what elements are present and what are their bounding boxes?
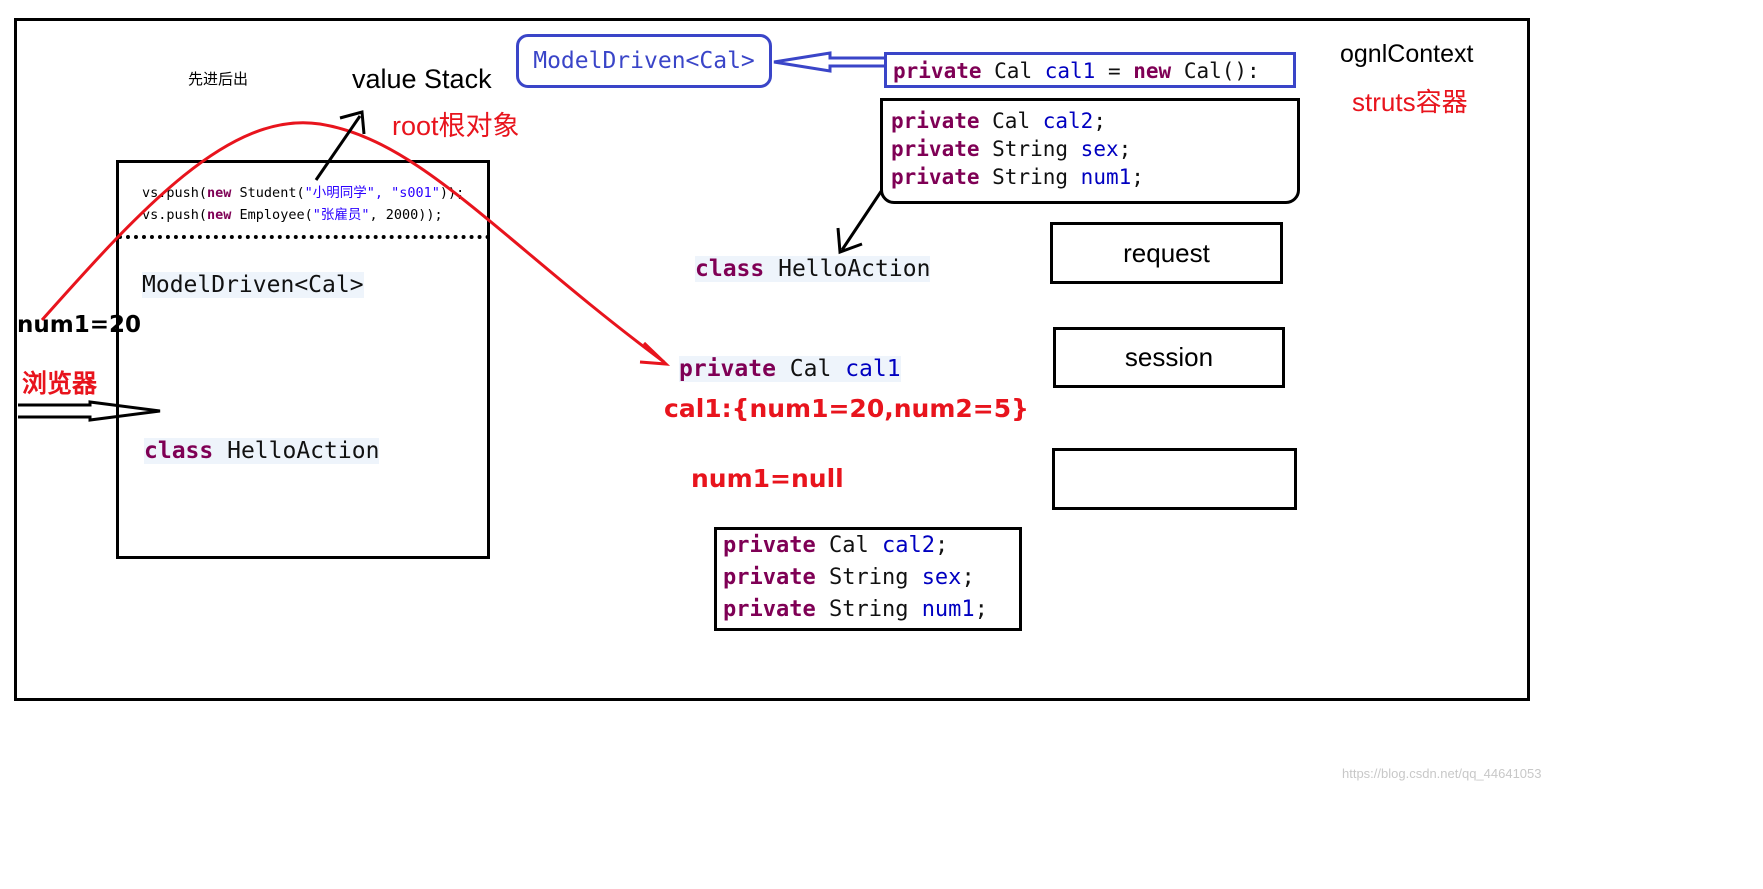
red-flow-curve [40,121,665,364]
stack-divider [118,235,490,239]
fields-box-top: private Cal cal2; private String sex; pr… [880,98,1300,204]
outer-frame [14,18,1530,701]
red-flow-arrowhead [639,341,671,366]
cal1-declaration-box: private Cal cal1 = new Cal(): [884,52,1296,88]
fields-to-class-arrow [840,189,884,251]
implements-arrow [773,51,884,73]
field-line: private String sex; [723,565,975,590]
field-line: private Cal cal2; [891,109,1106,133]
value-stack-box [116,160,490,559]
field-line: private String sex; [891,137,1132,161]
root-object-label: root根对象 [392,111,520,141]
request-box: request [1050,222,1283,284]
fields-to-class-arrowhead [836,227,863,255]
stack-class-hello-action: class HelloAction [144,438,380,464]
watermark: https://blog.csdn.net/qq_44641053 [1342,766,1542,781]
root-arrow [314,115,362,181]
ognl-context-title: ognlContext [1340,40,1474,68]
push-line: vs.push(new Employee("张雇员", 2000)); [142,207,443,223]
session-box: session [1053,327,1285,388]
class-hello-action: class HelloAction [695,256,931,282]
private-cal1-field: private Cal cal1 [679,356,901,382]
field-line: private String num1; [891,165,1144,189]
value-stack-title: value Stack [352,64,492,94]
field-line: private String num1; [723,597,988,622]
browser-label: 浏览器 [22,369,98,398]
field-line: private Cal cal2; [723,533,949,558]
stack-model-driven: ModelDriven<Cal> [142,272,364,298]
struts-container-label: struts容器 [1352,87,1468,117]
browser-param: num1=20 [17,312,141,338]
push-line: vs.push(new Student("小明同学", "s001")); [142,185,465,201]
cal1-value-label: cal1:{num1=20,num2=5} [664,394,1029,423]
empty-scope-box [1052,448,1297,510]
model-driven-interface-box: ModelDriven<Cal> [516,34,772,88]
top-note: 先进后出 [188,70,249,88]
num1-null-label: num1=null [691,464,844,493]
push-code: vs.push(new Student("小明同学", "s001")); vs… [142,182,464,226]
root-arrowhead [339,110,366,135]
browser-input-arrow [18,400,161,422]
fields-box-bottom: private Cal cal2; private String sex; pr… [714,527,1022,631]
